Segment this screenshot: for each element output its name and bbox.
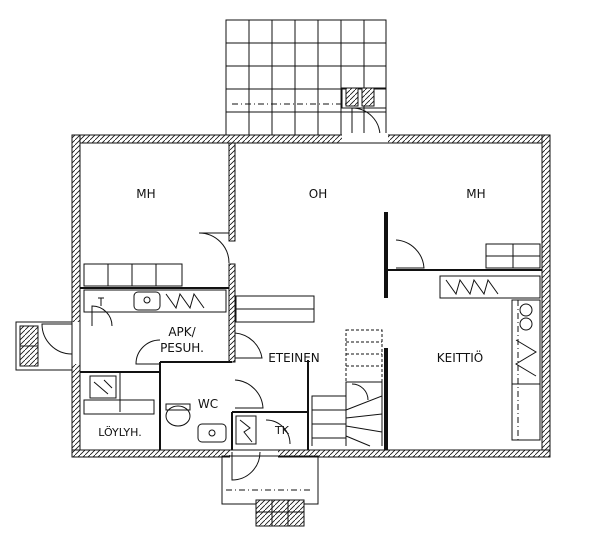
wardrobe-right	[485, 243, 541, 269]
interior-walls	[80, 142, 542, 450]
room-label-eteinen: ETEINEN	[268, 351, 320, 365]
side-entrance-steps	[15, 321, 73, 371]
exterior-walls	[70, 133, 551, 459]
wardrobe-left	[83, 263, 183, 287]
bathroom-fixtures	[83, 289, 227, 313]
room-label-oh: OH	[309, 187, 327, 201]
room-label-loylyh: LÖYLYH.	[98, 426, 141, 439]
sauna-stove	[83, 375, 155, 415]
front-entrance-steps	[221, 451, 319, 527]
staircase	[311, 329, 383, 447]
room-label-pesuh: PESUH.	[160, 341, 204, 355]
room-label-wc: WC	[198, 397, 218, 411]
room-label-tk: TK	[274, 424, 290, 437]
room-label-apk: APK/	[168, 325, 196, 339]
kitchen-counter	[439, 275, 541, 441]
hall-cabinet	[235, 295, 315, 323]
room-label-mh-left: MH	[136, 187, 155, 201]
room-label-keittio: KEITTIÖ	[437, 349, 483, 365]
room-label-mh-right: MH	[466, 187, 485, 201]
wc-fixtures	[165, 403, 227, 443]
door-swings	[91, 232, 425, 445]
electrical-cabinet	[235, 415, 257, 445]
terrace-grid	[225, 19, 387, 137]
